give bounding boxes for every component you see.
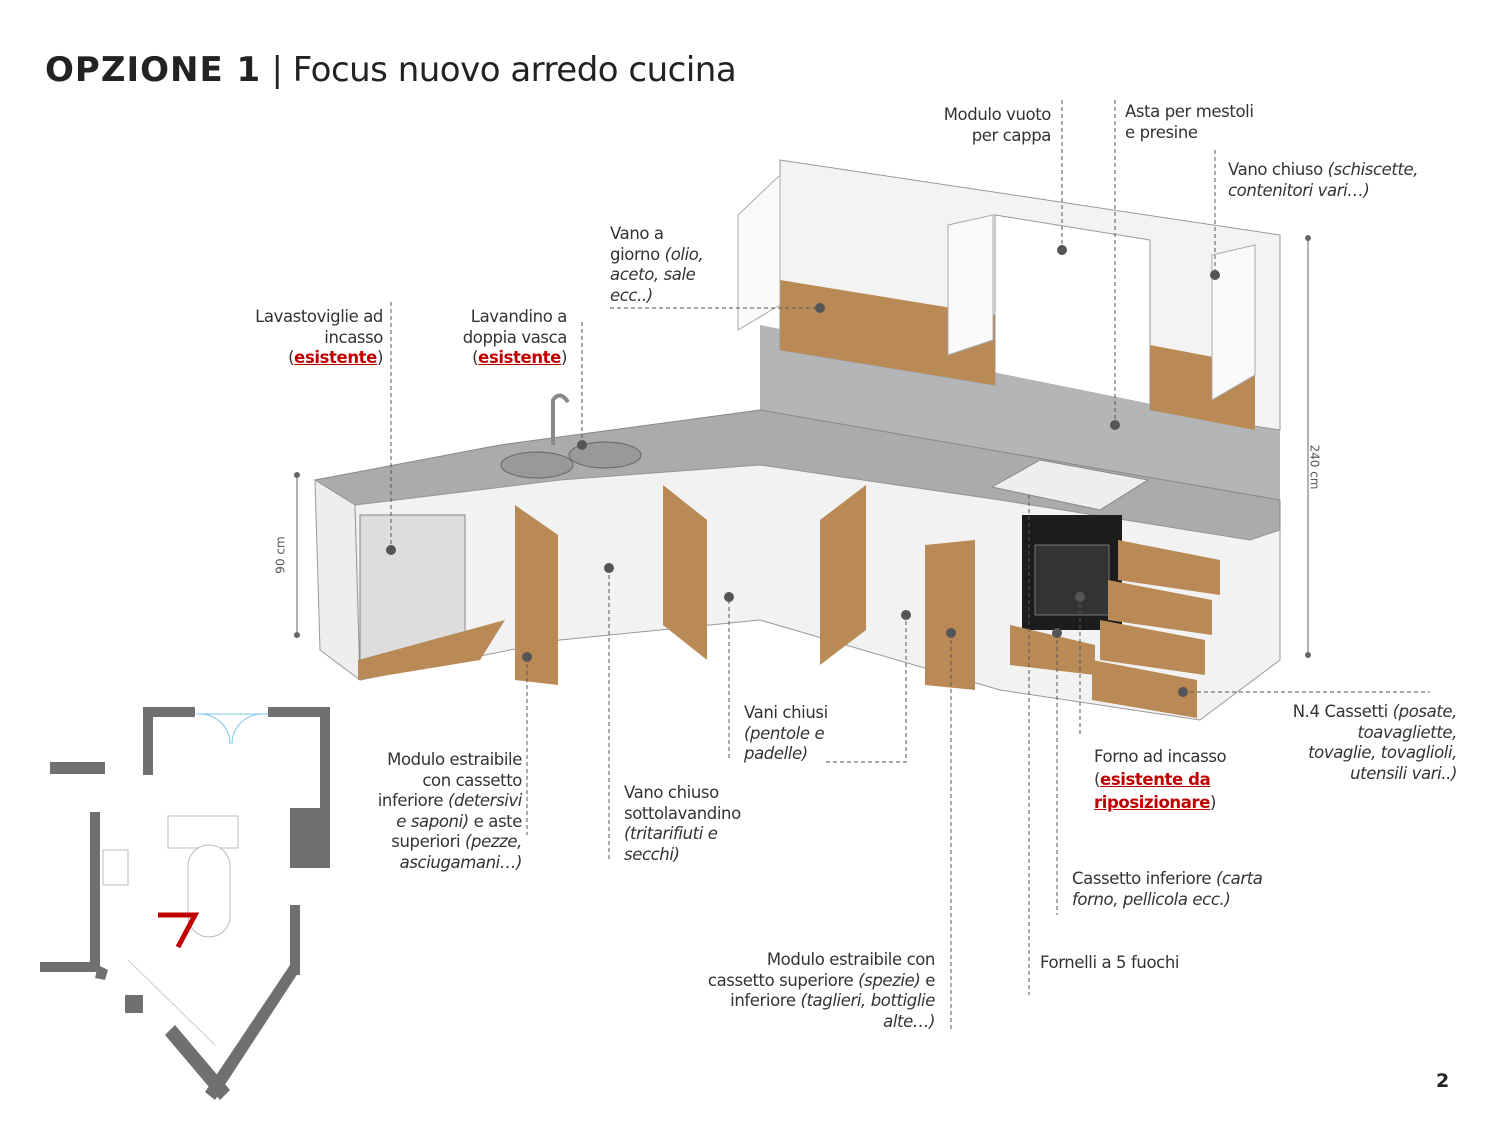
base-left-side: [314, 479, 361, 682]
title-separator: |: [261, 50, 293, 90]
pullout-door-left: [515, 505, 558, 685]
pullout-door-right: [925, 540, 975, 690]
upper-door-left: [737, 173, 781, 331]
oven-window: [1034, 544, 1110, 616]
dishwasher-door: [358, 620, 505, 680]
faucet: [551, 393, 570, 445]
drawer-3: [1100, 620, 1205, 675]
page-title: OPZIONE 1 | Focus nuovo arredo cucina: [45, 50, 737, 90]
title-text: Focus nuovo arredo cucina: [292, 50, 737, 90]
link-existing-sink[interactable]: esistente: [478, 348, 561, 367]
corner-door-left: [663, 485, 707, 660]
view-direction-marker: [158, 912, 200, 949]
label-hob: Fornelli a 5 fuochi: [1040, 953, 1180, 972]
page-number: 2: [1436, 1070, 1450, 1092]
height-90-label: 90 cm: [273, 536, 288, 574]
backsplash: [760, 325, 1280, 500]
label-drawers: N.4 Cassetti (posate,toavagliette,tovagl…: [1292, 702, 1458, 783]
hob: [990, 459, 1150, 511]
label-closed-upper: Vano chiuso (schiscette,contenitori vari…: [1228, 160, 1419, 200]
sink-bowl-right: [568, 441, 642, 469]
bottom-drawer: [1010, 625, 1095, 675]
leader-lines: [390, 100, 1430, 1030]
drawer-4: [1092, 660, 1197, 718]
corner-door-right: [820, 485, 866, 665]
upper-door-mid: [947, 214, 994, 356]
link-existing-dishwasher[interactable]: esistente: [294, 348, 377, 367]
drawer-1: [1118, 540, 1220, 595]
floor-plan: [40, 707, 330, 1100]
height-240-label: 240 cm: [1307, 444, 1322, 490]
drawer-2: [1108, 580, 1212, 635]
upper-wood-shelves: [780, 280, 995, 385]
link-oven-reposition[interactable]: riposizionare: [1094, 793, 1211, 812]
title-option: OPZIONE 1: [45, 50, 262, 90]
upper-door-right: [1211, 244, 1256, 401]
leader-dots: [386, 245, 1220, 697]
link-oven-existing[interactable]: esistente da: [1100, 770, 1211, 789]
sink-bowl-left: [500, 451, 574, 479]
